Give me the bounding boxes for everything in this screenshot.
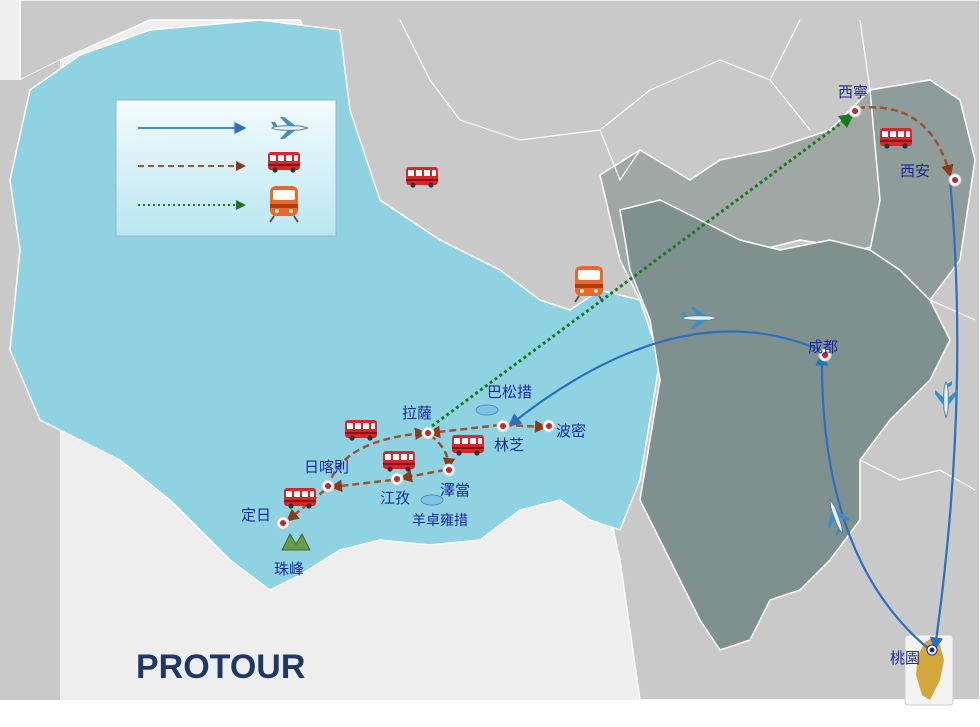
label-everest: 珠峰 [274, 560, 304, 578]
label-zedang: 澤當 [440, 481, 470, 499]
label-basongcuo: 巴松措 [487, 383, 532, 401]
flight-routes [507, 179, 959, 651]
province-borders [399, 19, 976, 491]
bus-icon [383, 451, 415, 472]
bus-nyingchi-bomi [504, 420, 548, 433]
flight-xian-taoyuan [929, 179, 959, 651]
bus-shigatse-lhasa [326, 427, 428, 489]
bus-gyantse-shigatse [329, 478, 393, 493]
legend [115, 99, 337, 237]
label-yamdrok: 羊卓雍措 [412, 513, 468, 529]
label-taoyuan: 桃園 [890, 649, 920, 667]
lake-icon [420, 494, 444, 506]
flight-taoyuan-chengdu [815, 352, 931, 651]
mountain-icon [281, 532, 311, 551]
label-chengdu: 成都 [808, 338, 838, 356]
bus-xining-xian [857, 105, 954, 178]
flight-chengdu-nyingchi [507, 330, 821, 427]
bus-icon [284, 488, 316, 509]
label-tingri: 定日 [241, 506, 271, 524]
lake-icon [475, 404, 499, 416]
label-nyingchi: 林芝 [494, 436, 524, 454]
city-markers [276, 104, 962, 656]
bus-icon [345, 420, 377, 441]
sichuan-region [619, 199, 951, 651]
bus-icon [880, 128, 912, 149]
bus-icon [406, 167, 438, 188]
label-lhasa: 拉薩 [402, 404, 432, 422]
bus-nyingchi-lhasa [427, 423, 501, 439]
label-gyantse: 江孜 [380, 489, 410, 507]
label-bomi: 波密 [556, 422, 586, 440]
brand-logo: PROTOUR [136, 648, 305, 686]
label-shigatse: 日喀則 [304, 458, 349, 476]
bus-icon [268, 152, 300, 173]
bus-zedang-gyantse [399, 468, 446, 483]
bus-icon [452, 435, 484, 456]
label-xian: 西安 [900, 162, 930, 180]
taiwan-shape [916, 638, 944, 700]
label-xining: 西寧 [838, 83, 868, 101]
